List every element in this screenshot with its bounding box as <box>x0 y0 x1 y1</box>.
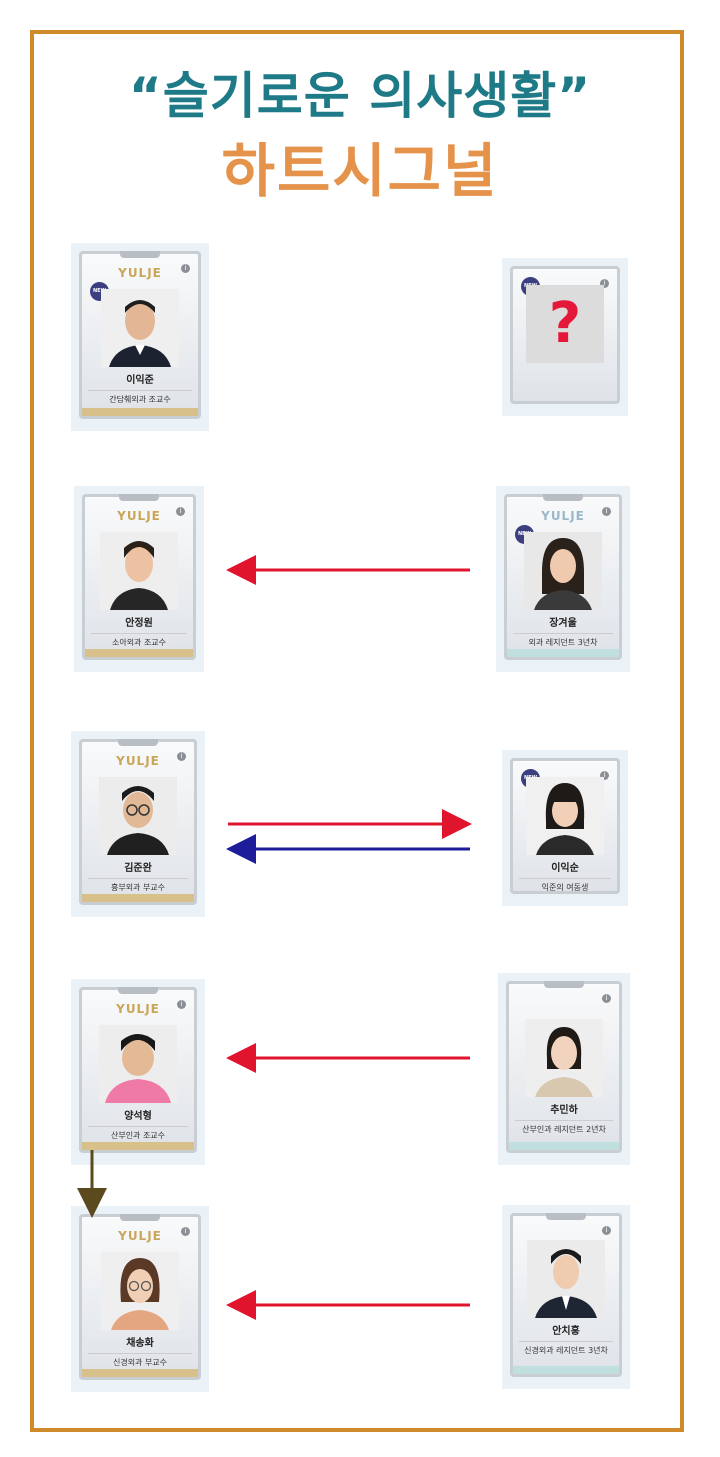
person-name: 이익준 <box>126 375 154 386</box>
person-role: 외과 레지던트 3년차 <box>513 633 613 648</box>
mystery-photo: ? <box>526 285 604 363</box>
info-icon: i <box>602 1226 611 1235</box>
portrait-photo <box>101 289 179 367</box>
person-name: 장겨울 <box>549 618 577 629</box>
portrait-photo <box>101 1252 179 1330</box>
card-seokhyeong: YULJE i 양석형 산부인과 조교수 <box>71 979 205 1165</box>
person-role: 신경외과 부교수 <box>88 1353 192 1368</box>
person-name: 추민하 <box>550 1105 578 1116</box>
border-frame <box>30 30 684 1432</box>
badge-strip <box>82 894 194 902</box>
yulje-logo: YULJE <box>541 509 585 523</box>
card-jeongwon: YULJE i 안정원 소아외과 조교수 <box>74 486 204 672</box>
question-mark-icon: ? <box>548 291 582 356</box>
page-title: “슬기로운 의사생활” <box>128 67 592 125</box>
portrait-photo <box>100 532 178 610</box>
badge-strip <box>82 1142 194 1150</box>
person-name: 김준완 <box>124 863 152 874</box>
page-subtitle: 하트시그널 <box>221 137 499 205</box>
info-icon: i <box>177 752 186 761</box>
card-minha: i 추민하 산부인과 레지던트 2년차 <box>498 973 630 1165</box>
portrait-photo <box>526 777 604 855</box>
yulje-logo: YULJE <box>117 509 161 523</box>
badge-strip <box>85 649 193 657</box>
info-icon: i <box>600 279 609 288</box>
person-name: 안치홍 <box>552 1326 580 1337</box>
person-role: 소아외과 조교수 <box>91 633 187 648</box>
info-icon: i <box>181 264 190 273</box>
person-name: 이익순 <box>551 863 579 874</box>
card-chihong: i 안치홍 신경외과 레지던트 3년차 <box>502 1205 630 1389</box>
person-role: 신경외과 레지던트 3년차 <box>519 1341 613 1356</box>
info-icon: i <box>177 1000 186 1009</box>
badge-strip <box>507 649 619 657</box>
info-icon: i <box>602 994 611 1003</box>
person-role: 흉부외과 부교수 <box>88 878 188 893</box>
portrait-photo <box>524 532 602 610</box>
badge-strip <box>509 1142 619 1150</box>
info-icon: i <box>181 1227 190 1236</box>
person-role: 간담췌외과 조교수 <box>88 390 192 405</box>
yulje-logo: YULJE <box>116 754 160 768</box>
card-songhwa: YULJE i 채송화 신경외과 부교수 <box>71 1206 209 1392</box>
yulje-logo: YULJE <box>116 1002 160 1016</box>
portrait-photo <box>527 1240 605 1318</box>
portrait-photo <box>99 1025 177 1103</box>
yulje-logo: YULJE <box>118 1229 162 1243</box>
person-name: 양석형 <box>124 1111 152 1122</box>
person-role: 산부인과 조교수 <box>88 1126 188 1141</box>
card-iksun: i NEW 이익순 익준의 여동생 <box>502 750 628 906</box>
card-junwan: YULJE i 김준완 흉부외과 부교수 <box>71 731 205 917</box>
person-name: 채송화 <box>126 1338 154 1349</box>
badge-strip <box>82 1369 198 1377</box>
portrait-photo <box>525 1019 603 1097</box>
card-unknown: i NEW ? <box>502 258 628 416</box>
person-name: 안정원 <box>125 618 153 629</box>
person-role: 익준의 여동생 <box>519 878 611 893</box>
info-icon: i <box>602 507 611 516</box>
info-icon: i <box>176 507 185 516</box>
badge-strip <box>82 408 198 416</box>
card-ikjun: YULJE i NEW 이익준 간담췌외과 조교수 <box>71 243 209 431</box>
info-icon: i <box>600 771 609 780</box>
yulje-logo: YULJE <box>118 266 162 280</box>
badge-strip <box>513 1366 619 1374</box>
person-role: 산부인과 레지던트 2년차 <box>515 1120 613 1135</box>
card-gyeoul: YULJE i NEW 장겨울 외과 레지던트 3년차 <box>496 486 630 672</box>
portrait-photo <box>99 777 177 855</box>
